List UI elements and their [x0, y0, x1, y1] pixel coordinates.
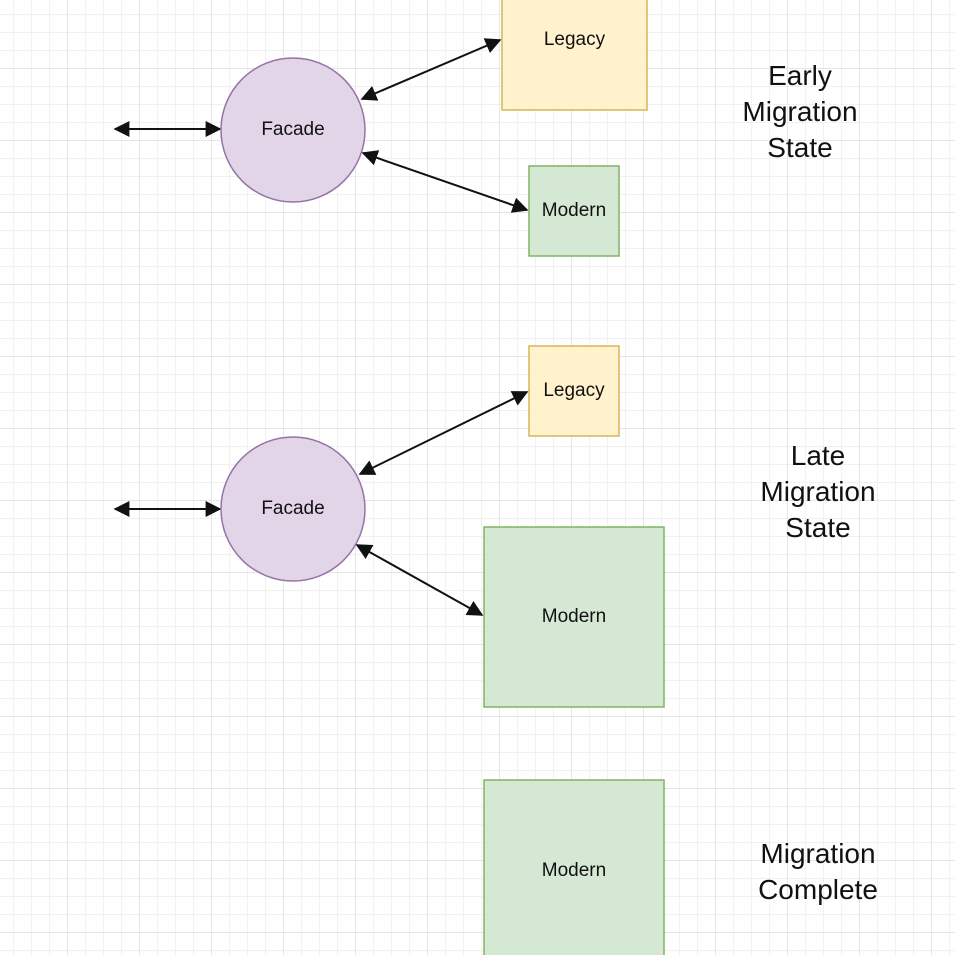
late-modern-node [483, 526, 665, 708]
early-title-line-1: Early [768, 60, 832, 91]
early-title-line-2: Migration [742, 96, 858, 127]
complete-stage-title: Migration Complete [728, 836, 908, 908]
late-facade-node [220, 436, 366, 582]
stage-late [113, 345, 665, 708]
early-facade-modern-arrow [361, 150, 529, 213]
late-title-line-3: State [785, 512, 851, 543]
complete-title-line-1: Migration [760, 838, 876, 869]
early-facade-node [220, 57, 366, 203]
complete-modern-node [483, 779, 665, 955]
early-title-line-3: State [767, 132, 833, 163]
late-facade-label: Facade [261, 498, 325, 519]
stage-complete [483, 779, 665, 955]
stage-early [113, 0, 648, 257]
late-title-line-1: Late [790, 440, 846, 471]
complete-title-line-2: Complete [758, 874, 878, 905]
early-facade-legacy-arrow [360, 38, 502, 101]
early-facade-label: Facade [261, 119, 325, 140]
early-modern-label: Modern [541, 200, 607, 221]
early-stage-title: Early Migration State [710, 58, 890, 166]
late-legacy-node [528, 345, 620, 437]
complete-modern-label: Modern [541, 860, 607, 881]
early-modern-node [528, 165, 620, 257]
late-modern-label: Modern [541, 606, 607, 627]
late-facade-modern-arrow [355, 544, 484, 616]
late-stage-title: Late Migration State [728, 438, 908, 546]
late-title-line-2: Migration [760, 476, 876, 507]
early-legacy-node [501, 0, 648, 111]
late-legacy-label: Legacy [543, 380, 605, 401]
late-facade-legacy-arrow [358, 391, 529, 475]
early-legacy-label: Legacy [543, 29, 606, 50]
